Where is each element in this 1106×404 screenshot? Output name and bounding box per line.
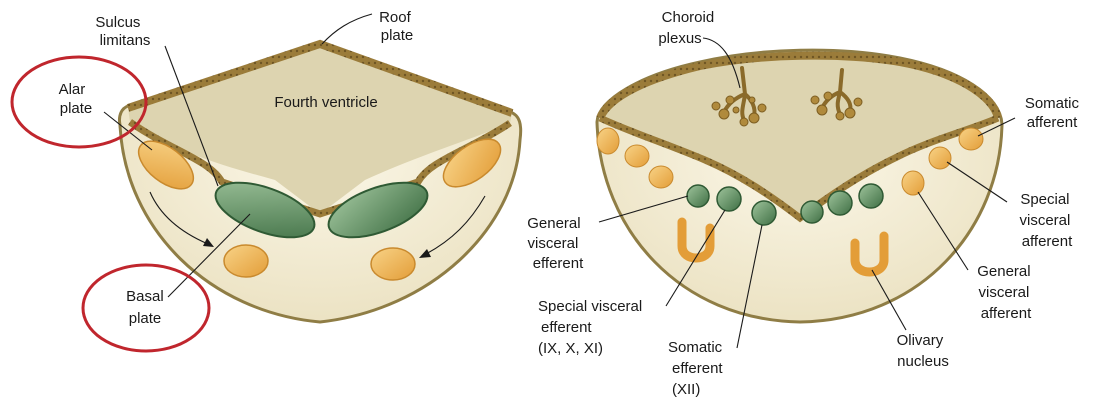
label-basal-plate: Basal plate — [126, 288, 168, 327]
special-visceral-efferent-left — [717, 187, 741, 211]
label-alar-plate: Alar plate — [59, 81, 93, 117]
label-fourth-ventricle: Fourth ventricle — [274, 94, 377, 111]
somatic-afferent-right — [959, 128, 983, 150]
label-somatic-efferent: Somatic efferent (XII) — [668, 339, 727, 398]
somatic-efferent-left — [752, 201, 776, 225]
somatic-afferent-left — [597, 128, 619, 154]
special-visceral-afferent-right — [929, 147, 951, 169]
highlight-circle-basal — [83, 265, 209, 351]
leader-roof-plate — [322, 14, 372, 44]
label-somatic-afferent: Somatic afferent — [1025, 95, 1083, 131]
label-choroid-plexus: Choroid plexus — [658, 9, 718, 47]
label-general-visceral-efferent: General visceral efferent — [527, 215, 585, 272]
label-special-visceral-efferent: Special visceral efferent (IX, X, XI) — [538, 298, 646, 357]
somatic-efferent-right — [801, 201, 823, 223]
label-sulcus-limitans: Sulcus limitans — [95, 14, 150, 49]
left-migrated-nucleus-left — [224, 245, 268, 277]
right-panel: Choroid plexus Somatic afferent General … — [527, 9, 1083, 398]
special-visceral-efferent-right — [828, 191, 852, 215]
general-visceral-efferent-left — [687, 185, 709, 207]
left-migrated-nucleus-right — [371, 248, 415, 280]
label-general-visceral-afferent: General visceral afferent — [977, 263, 1035, 322]
label-olivary-nucleus: Olivary nucleus — [897, 332, 949, 370]
general-visceral-afferent-right — [902, 171, 924, 195]
special-visceral-afferent-left — [625, 145, 649, 167]
left-panel: Sulcus limitans Roof plate Alar plate Fo… — [12, 9, 521, 351]
general-visceral-afferent-left — [649, 166, 673, 188]
general-visceral-efferent-right — [859, 184, 883, 208]
label-special-visceral-afferent: Special visceral afferent — [1019, 191, 1074, 250]
label-roof-plate: Roof plate — [379, 9, 415, 44]
